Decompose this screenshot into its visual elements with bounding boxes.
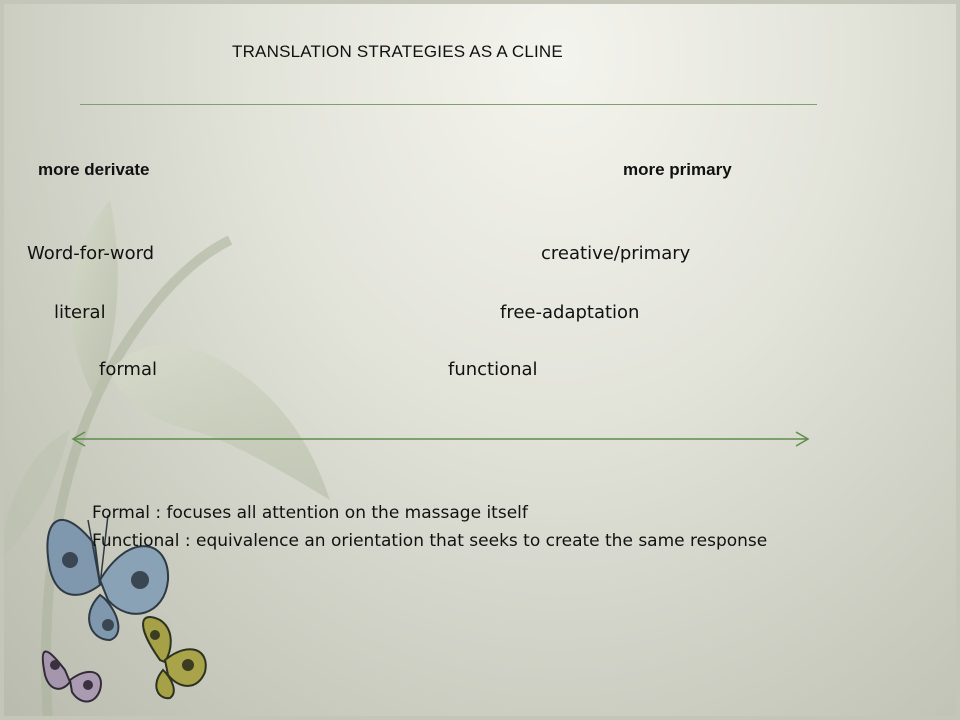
butterfly-icon xyxy=(142,615,207,700)
leaf-icon xyxy=(0,200,330,720)
strategy-literal: literal xyxy=(54,302,106,323)
pole-left-label: more derivate xyxy=(38,160,150,179)
strategy-word-for-word: Word-for-word xyxy=(27,243,155,264)
strategy-free-adaptation: free-adaptation xyxy=(500,302,640,323)
slide-title: TRANSLATION STRATEGIES AS A CLINE xyxy=(232,42,563,61)
strategy-creative-primary: creative/primary xyxy=(541,243,691,264)
butterfly-icon xyxy=(41,650,102,703)
definition-formal: Formal : focuses all attention on the ma… xyxy=(92,503,528,523)
pole-right-label: more primary xyxy=(623,160,732,179)
strategy-functional: functional xyxy=(448,359,538,380)
cline-arrow xyxy=(71,431,810,447)
butterfly-icon xyxy=(46,514,170,642)
title-underline xyxy=(80,104,817,105)
definition-functional: Functional : equivalence an orientation … xyxy=(92,531,768,551)
strategy-formal: formal xyxy=(99,359,157,380)
